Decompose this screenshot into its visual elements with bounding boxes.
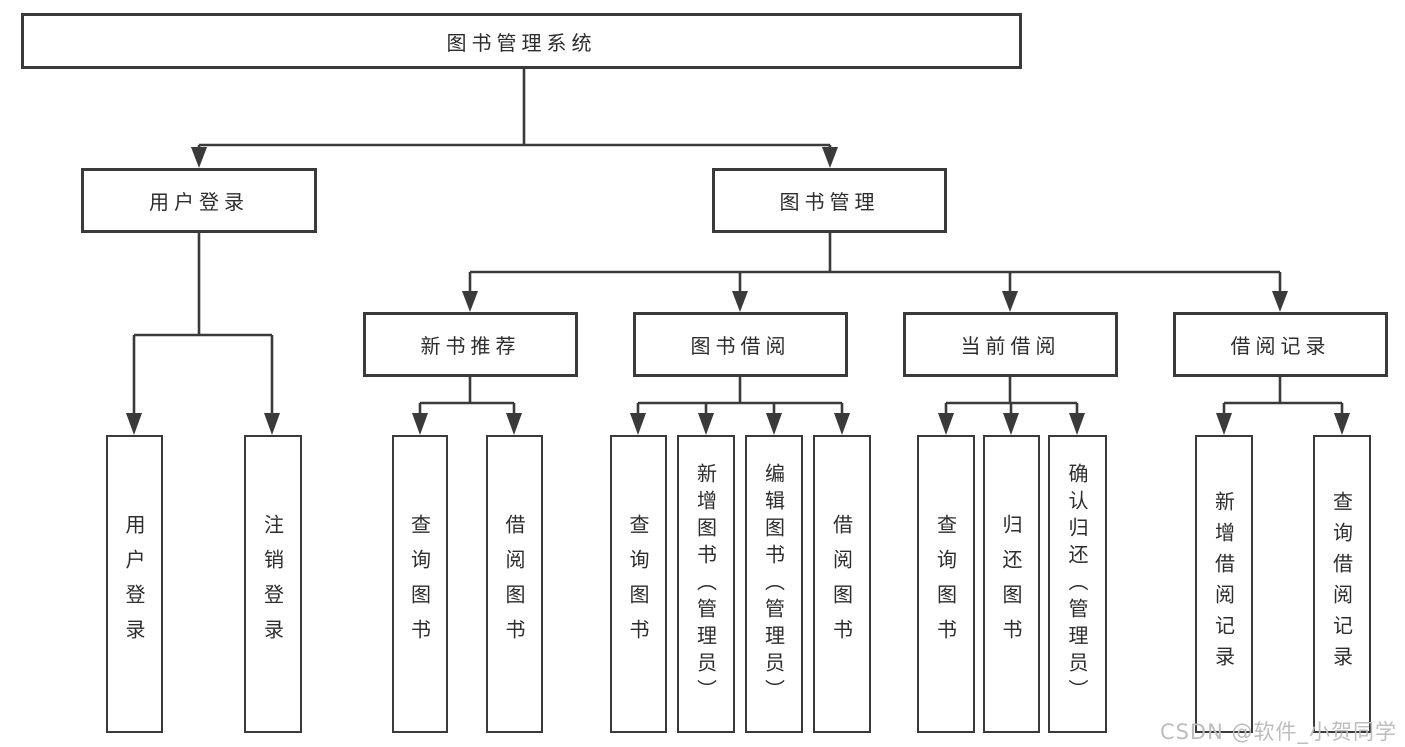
leaf-add-books-admin: 新增图书（管理员） <box>677 435 735 733</box>
node-current-borrow: 当前借阅 <box>903 312 1118 377</box>
edge-current-borrow-to-leaves <box>938 377 1085 435</box>
node-root: 图书管理系统 <box>21 13 1022 69</box>
leaf-add-borrow-record: 新增借阅记录 <box>1195 435 1253 733</box>
leaf-user-login: 用户登录 <box>106 435 163 733</box>
csdn-watermark: CSDN @软件_小贺同学 <box>1159 720 1397 744</box>
leaf-logout-login: 注销登录 <box>244 435 302 733</box>
leaf-confirm-return-admin: 确认归还（管理员） <box>1048 435 1107 733</box>
leaf-borrow-books: 借阅图书 <box>813 435 871 733</box>
leaf-edit-books-admin: 编辑图书（管理员） <box>745 435 803 733</box>
edge-book-management-to-level3 <box>462 233 1288 312</box>
edge-new-book-recommend-to-leaves <box>412 377 522 435</box>
node-book-borrow: 图书借阅 <box>633 312 848 377</box>
node-borrow-records: 借阅记录 <box>1173 312 1388 377</box>
leaf-borrow-books-recommend: 借阅图书 <box>486 435 543 733</box>
edge-book-borrow-to-leaves <box>630 377 850 435</box>
leaf-query-books-current: 查询图书 <box>917 435 975 733</box>
edge-borrow-records-to-leaves <box>1216 377 1350 435</box>
edge-user-login-to-leaves <box>126 233 280 435</box>
edge-root-to-level2 <box>191 69 838 168</box>
leaf-query-books-recommend: 查询图书 <box>392 435 448 733</box>
leaf-query-borrow-record: 查询借阅记录 <box>1313 435 1371 733</box>
node-user-login: 用户登录 <box>81 168 317 233</box>
leaf-query-books-borrow: 查询图书 <box>610 435 667 733</box>
leaf-return-books: 归还图书 <box>983 435 1040 733</box>
node-book-management: 图书管理 <box>712 168 947 233</box>
node-new-book-recommend: 新书推荐 <box>363 312 578 377</box>
